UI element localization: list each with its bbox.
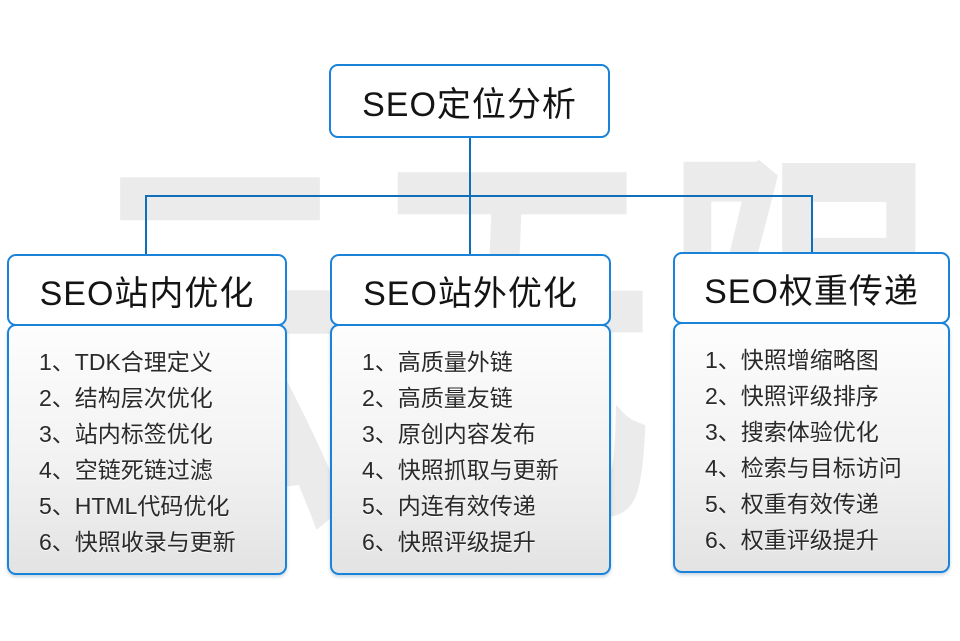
column-offsite-list: 1、高质量外链 2、高质量友链 3、原创内容发布 4、快照抓取与更新 5、内连有… [330,324,611,575]
list-item: 6、权重评级提升 [705,527,879,553]
root-node-title: SEO定位分析 [362,85,577,124]
root-node: SEO定位分析 [329,64,610,138]
list-item: 4、空链死链过滤 [39,457,213,483]
column-weight: SEO权重传递 1、快照增缩略图 2、快照评级排序 3、搜索体验优化 4、检索与… [673,252,950,573]
list-item: 2、结构层次优化 [39,385,213,411]
list-item: 3、原创内容发布 [362,421,536,447]
list-item: 4、快照抓取与更新 [362,457,559,483]
column-weight-header: SEO权重传递 [673,252,950,324]
list-item: 2、快照评级排序 [705,383,879,409]
column-weight-list: 1、快照增缩略图 2、快照评级排序 3、搜索体验优化 4、检索与目标访问 5、权… [673,322,950,573]
list-item: 5、内连有效传递 [362,493,536,519]
connector-middle-drop [469,195,471,255]
column-weight-title: SEO权重传递 [704,272,919,311]
column-offsite-title: SEO站外优化 [363,274,578,313]
list-item: 6、快照收录与更新 [39,529,236,555]
connector-left-drop [145,195,147,255]
connector-right-drop [811,195,813,253]
list-item: 4、检索与目标访问 [705,455,902,481]
list-item: 1、快照增缩略图 [705,347,879,373]
connector-root-drop [469,138,471,196]
list-item: 6、快照评级提升 [362,529,536,555]
list-item: 3、搜索体验优化 [705,419,879,445]
column-onsite-list: 1、TDK合理定义 2、结构层次优化 3、站内标签优化 4、空链死链过滤 5、H… [7,324,287,575]
list-item: 5、HTML代码优化 [39,493,230,519]
column-offsite: SEO站外优化 1、高质量外链 2、高质量友链 3、原创内容发布 4、快照抓取与… [330,254,611,575]
list-item: 1、TDK合理定义 [39,349,213,375]
column-offsite-header: SEO站外优化 [330,254,611,326]
list-item: 1、高质量外链 [362,349,513,375]
list-item: 5、权重有效传递 [705,491,879,517]
column-onsite-header: SEO站内优化 [7,254,287,326]
column-onsite: SEO站内优化 1、TDK合理定义 2、结构层次优化 3、站内标签优化 4、空链… [7,254,287,575]
connector-horizontal-bus [145,195,813,197]
list-item: 2、高质量友链 [362,385,513,411]
column-onsite-title: SEO站内优化 [39,274,255,313]
list-item: 3、站内标签优化 [39,421,213,447]
